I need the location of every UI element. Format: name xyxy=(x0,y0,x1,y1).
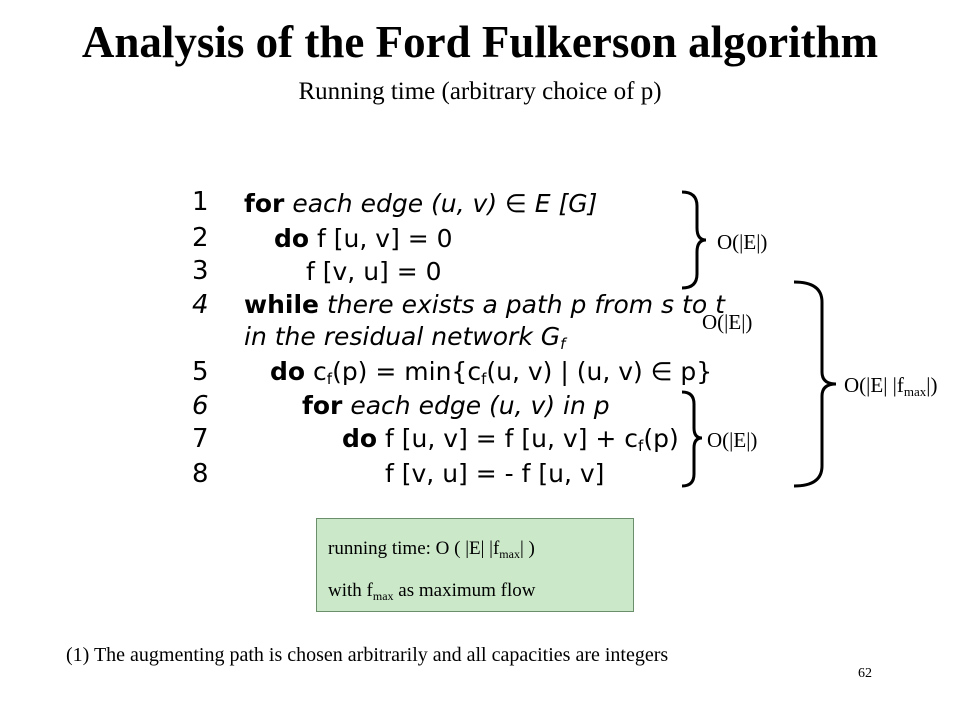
line-number: 5 xyxy=(192,357,209,387)
complexity-update: O(|E|) xyxy=(707,428,758,452)
box-text: | ) xyxy=(519,538,535,559)
code-line-4: while there exists a path p from s to t xyxy=(244,290,725,320)
code-line-7: do f [u, v] = f [u, v] + cf(p) xyxy=(342,424,679,461)
code-line-2: do f [u, v] = 0 xyxy=(274,224,453,254)
slide-subtitle: Running time (arbitrary choice of p) xyxy=(298,78,662,105)
box-line-1: running time: O ( |E| |fmax| ) xyxy=(328,537,535,566)
code-text: (p) xyxy=(643,424,679,453)
complexity-total-prefix: O(|E| |f xyxy=(844,373,904,397)
complexity-total: O(|E| |fmax|) xyxy=(844,372,937,405)
brace-total xyxy=(793,280,837,488)
subscript: f xyxy=(560,335,566,353)
subscript: f xyxy=(481,370,487,388)
code-text: (p) = min{c xyxy=(332,357,482,386)
code-line-5: do cf(p) = min{cf(u, v) | (u, v) ∈ p} xyxy=(270,357,712,394)
complexity-total-suffix: |) xyxy=(926,373,938,397)
box-text: as maximum flow xyxy=(393,580,536,601)
code-text: f [u, v] = f [u, v] + c xyxy=(385,424,639,453)
complexity-path: O(|E|) xyxy=(702,310,753,334)
brace-update xyxy=(681,390,703,488)
keyword-for: for xyxy=(244,189,285,218)
code-text: each edge (u, v) ∈ E [G] xyxy=(292,189,598,218)
line-number: 7 xyxy=(192,424,209,454)
line-number: 8 xyxy=(192,459,209,489)
line-number: 1 xyxy=(192,187,209,217)
subscript: max xyxy=(903,384,927,399)
line-number: 3 xyxy=(192,256,209,286)
subscript: max xyxy=(499,547,520,561)
code-text: each edge (u, v) in p xyxy=(350,391,610,420)
keyword-do: do xyxy=(342,424,378,453)
code-text: f [u, v] = 0 xyxy=(317,224,453,253)
code-line-3: f [v, u] = 0 xyxy=(306,257,442,287)
running-time-box: running time: O ( |E| |fmax| ) with fmax… xyxy=(316,518,634,612)
subscript: max xyxy=(372,589,394,603)
code-text: f [v, u] = 0 xyxy=(306,257,442,286)
code-line-6: for each edge (u, v) in p xyxy=(302,391,610,421)
code-line-4b: in the residual network Gf xyxy=(244,322,565,359)
code-text: in the residual network G xyxy=(244,322,561,351)
code-line-1: for each edge (u, v) ∈ E [G] xyxy=(244,189,597,219)
slide-title: Analysis of the Ford Fulkerson algorithm xyxy=(81,17,879,67)
keyword-while: while xyxy=(244,290,319,319)
keyword-for: for xyxy=(302,391,343,420)
keyword-do: do xyxy=(270,357,306,386)
code-text: f [v, u] = - f [u, v] xyxy=(385,459,605,488)
subscript: f xyxy=(326,370,333,388)
line-number: 4 xyxy=(192,290,209,320)
page-number: 62 xyxy=(858,666,872,681)
complexity-init: O(|E|) xyxy=(717,230,768,254)
code-line-8: f [v, u] = - f [u, v] xyxy=(385,459,604,489)
subscript: f xyxy=(638,437,644,455)
box-text: with f xyxy=(328,580,373,601)
box-line-2: with fmax as maximum flow xyxy=(328,579,535,608)
keyword-do: do xyxy=(274,224,310,253)
code-text: (u, v) | (u, v) ∈ p} xyxy=(486,357,713,386)
brace-init xyxy=(681,190,707,290)
code-text: c xyxy=(313,357,327,386)
line-number: 6 xyxy=(192,391,209,421)
code-text: there exists a path p from s to t xyxy=(326,290,725,319)
footnote: (1) The augmenting path is chosen arbitr… xyxy=(66,644,669,666)
line-number: 2 xyxy=(192,223,209,253)
box-text: running time: O ( |E| |f xyxy=(328,538,500,559)
